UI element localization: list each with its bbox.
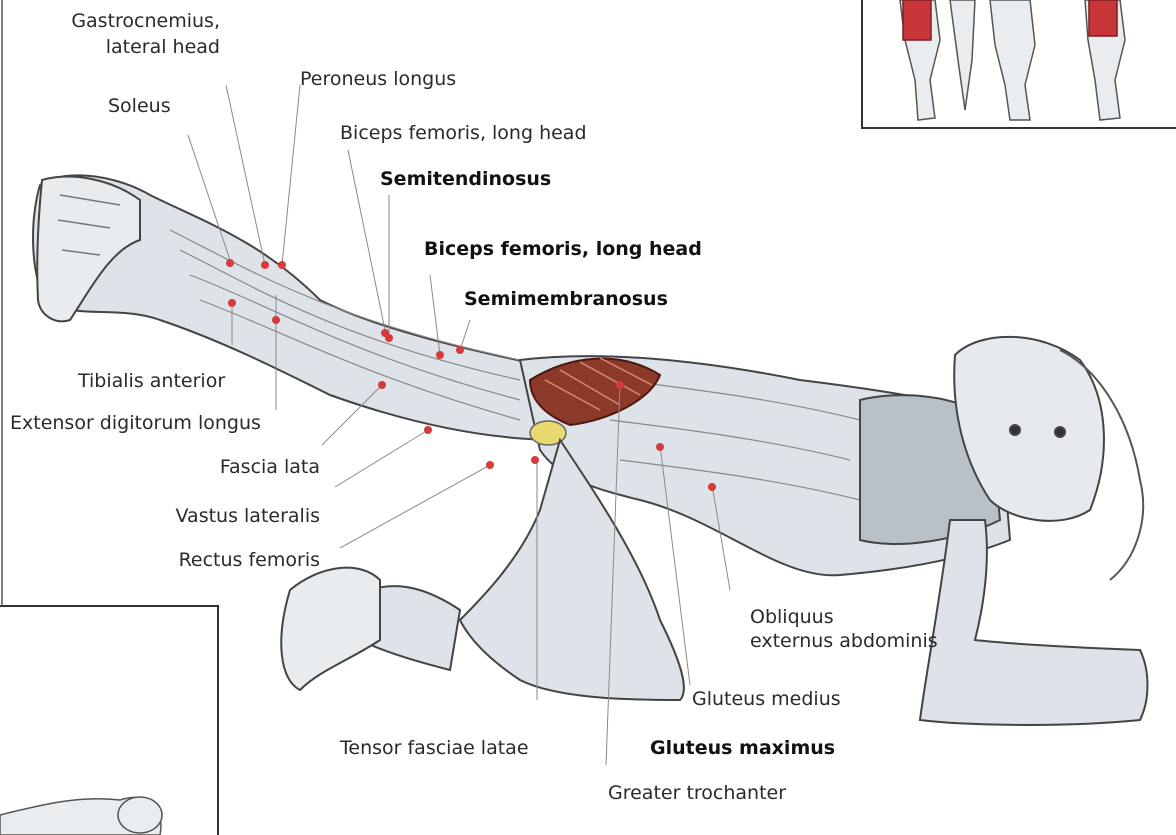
arms: [920, 520, 1148, 725]
label-obliquus-2: externus abdominis: [750, 630, 938, 652]
label-soleus: Soleus: [108, 95, 171, 117]
label-gluteus-maximus: Gluteus maximus: [650, 737, 835, 759]
label-extensor-digitorum: Extensor digitorum longus: [10, 412, 261, 434]
marker-obliquus: [708, 483, 716, 491]
label-semimembranosus: Semimembranosus: [464, 288, 668, 310]
label-peroneus-longus: Peroneus longus: [300, 68, 456, 90]
label-biceps-femoris-bold: Biceps femoris, long head: [424, 238, 702, 260]
label-tensor-fasciae-latae: Tensor fasciae latae: [340, 737, 529, 759]
marker-peroneus: [278, 261, 286, 269]
label-obliquus: Obliquus: [750, 606, 834, 628]
label-biceps-femoris-top: Biceps femoris, long head: [340, 122, 587, 144]
marker-vastus: [424, 426, 432, 434]
label-gastrocnemius: Gastrocnemius,: [40, 10, 220, 32]
marker-gluteus-maximus: [616, 381, 624, 389]
label-gluteus-medius: Gluteus medius: [692, 688, 841, 710]
label-vastus-lateralis: Vastus lateralis: [120, 505, 320, 527]
label-rectus-femoris: Rectus femoris: [120, 549, 320, 571]
marker-biceps-bold: [436, 351, 444, 359]
marker-gastrocnemius: [261, 261, 269, 269]
marker-tensor: [531, 456, 539, 464]
label-greater-trochanter: Greater trochanter: [608, 782, 786, 804]
label-semitendinosus: Semitendinosus: [380, 168, 551, 190]
marker-semimembranosus: [456, 346, 464, 354]
marker-semitendinosus: [385, 334, 393, 342]
marker-gluteus-medius: [656, 443, 664, 451]
marker-fascia: [378, 381, 386, 389]
label-fascia-lata: Fascia lata: [120, 456, 320, 478]
marker-rectus: [486, 461, 494, 469]
marker-soleus: [226, 259, 234, 267]
label-tibialis-anterior: Tibialis anterior: [78, 370, 225, 392]
marker-extensor: [272, 316, 280, 324]
label-gastrocnemius-2: lateral head: [40, 36, 220, 58]
marker-tibialis: [228, 299, 236, 307]
